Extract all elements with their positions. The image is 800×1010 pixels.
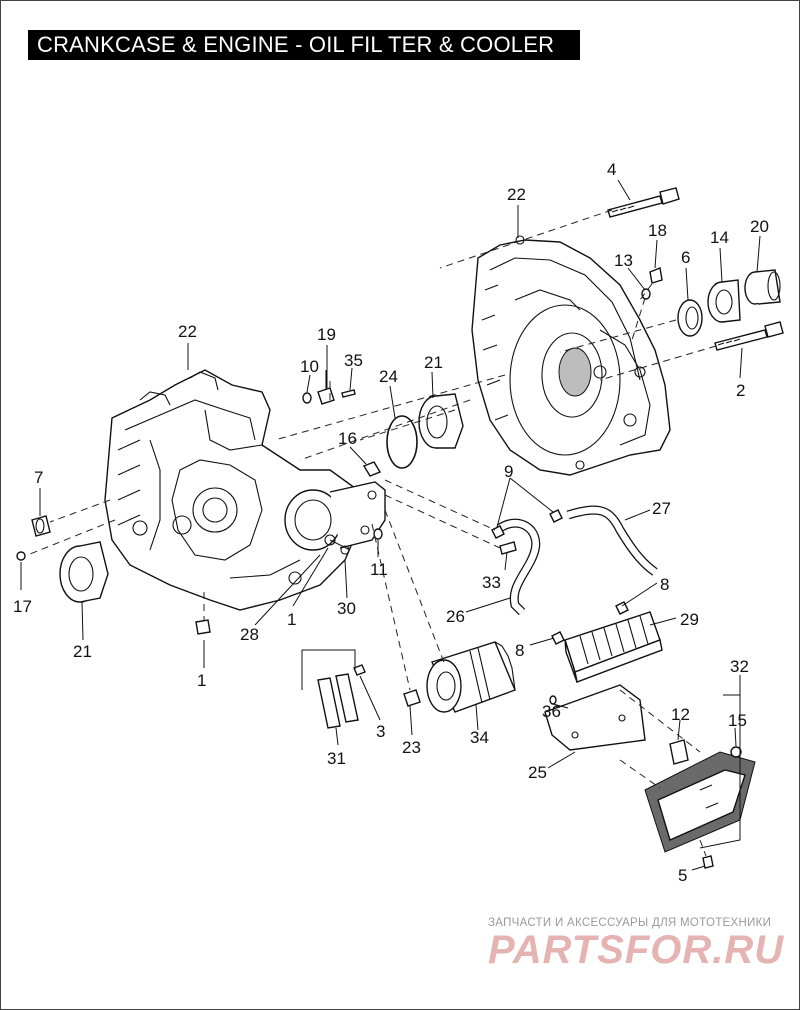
- plug-18: [649, 267, 663, 284]
- plug-1: [195, 619, 211, 635]
- callout-1-upper: 1: [287, 610, 296, 629]
- callout-8-upper: 8: [660, 575, 669, 594]
- callout-21-upper: 21: [424, 353, 443, 372]
- callout-3: 3: [376, 722, 385, 741]
- callout-27: 27: [652, 499, 671, 518]
- retaining-ring-24: [386, 415, 418, 469]
- dowel-13: [641, 288, 651, 300]
- clip-12: [669, 739, 689, 765]
- callout-31: 31: [327, 749, 346, 768]
- page-title: CRANKCASE & ENGINE - OIL FIL TER & COOLE…: [37, 32, 555, 57]
- callout-25: 25: [528, 763, 547, 782]
- callout-26: 26: [446, 607, 465, 626]
- bolt-3: [353, 664, 366, 676]
- callout-29: 29: [680, 610, 699, 629]
- dowel-17: [16, 551, 26, 561]
- leader-lines: [20, 179, 761, 871]
- callout-2: 2: [736, 381, 745, 400]
- oring-10: [302, 392, 312, 404]
- bearing-14: [707, 279, 741, 323]
- clamp-8a: [615, 601, 629, 615]
- callout-16: 16: [338, 429, 357, 448]
- bracket-25: [544, 684, 646, 751]
- bolt-2: [714, 321, 784, 351]
- callout-21-lower: 21: [73, 642, 92, 661]
- adapter-23: [403, 689, 421, 707]
- callout-17: 17: [13, 597, 32, 616]
- callout-33: 33: [482, 573, 501, 592]
- screw-5: [702, 855, 714, 869]
- callout-4: 4: [607, 160, 616, 179]
- breather-19: [317, 370, 335, 405]
- oil-line-27: [566, 505, 658, 576]
- watermark-logo: PARTSFOR.RU: [488, 928, 785, 972]
- callout-1-lower: 1: [197, 671, 206, 690]
- callout-5: 5: [678, 866, 687, 885]
- right-crankcase: [471, 235, 671, 476]
- watermark-tagline: ЗАПЧАСТИ И АКСЕССУАРЫ ДЛЯ МОТОТЕХНИКИ: [488, 917, 772, 929]
- bearing-21-lower: [59, 541, 109, 603]
- oil-cooler-29: [564, 611, 663, 683]
- bearing-7: [31, 515, 51, 537]
- callout-35: 35: [344, 351, 363, 370]
- callout-8-lower: 8: [515, 641, 524, 660]
- oring-11: [373, 528, 383, 540]
- callout-28: 28: [240, 625, 259, 644]
- callout-20: 20: [750, 217, 769, 236]
- fitting-33: [499, 541, 517, 555]
- clamp-8b: [551, 631, 565, 645]
- cover-32: [644, 751, 756, 853]
- callout-9: 9: [504, 462, 513, 481]
- clamp-9b: [549, 509, 563, 523]
- seal-6: [677, 299, 703, 337]
- title-bar: CRANKCASE & ENGINE - OIL FIL TER & COOLE…: [28, 30, 580, 60]
- callout-22-right: 22: [507, 185, 526, 204]
- callout-24: 24: [379, 367, 398, 386]
- callout-12: 12: [671, 705, 690, 724]
- bracket-31: [317, 673, 359, 729]
- callout-11: 11: [370, 560, 388, 579]
- callout-23: 23: [402, 738, 421, 757]
- callout-36: 36: [542, 702, 561, 721]
- oil-filter-34: [426, 641, 516, 713]
- bearing-21-upper: [418, 393, 464, 449]
- callout-15: 15: [728, 711, 747, 730]
- callout-19: 19: [317, 325, 336, 344]
- bushing-20: [744, 269, 781, 305]
- callout-32: 32: [730, 657, 749, 676]
- dowel-16: [362, 461, 382, 477]
- clamp-9a: [491, 525, 505, 539]
- left-crankcase: [104, 369, 386, 611]
- callout-13: 13: [614, 251, 633, 270]
- callout-14: 14: [710, 228, 729, 247]
- callout-7: 7: [34, 468, 43, 487]
- callout-10: 10: [300, 357, 319, 376]
- callout-22-left: 22: [178, 322, 197, 341]
- bolt-4: [607, 187, 680, 218]
- callout-30: 30: [337, 599, 356, 618]
- assembly-lines: [29, 209, 717, 857]
- nut-15: [730, 746, 742, 758]
- callouts: 4 22 18 13 6 14 20 2 22 19 10 35 24 21 1…: [13, 160, 769, 885]
- callout-18: 18: [648, 221, 667, 240]
- screw-35: [341, 389, 356, 398]
- callout-6: 6: [681, 248, 690, 267]
- callout-34: 34: [470, 728, 489, 747]
- oil-line-26: [497, 518, 541, 616]
